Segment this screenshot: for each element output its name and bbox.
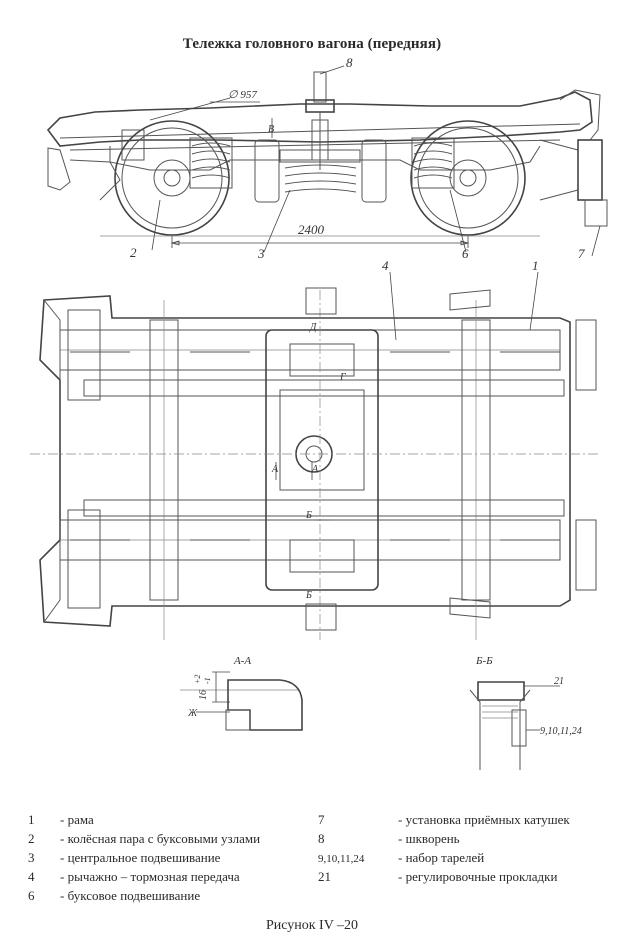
wheelbase-dimension [170, 236, 470, 248]
section-mark-g: Г [339, 372, 346, 383]
legend-item: 21- регулировочные прокладки [318, 869, 558, 884]
section-mark-b1: Б [305, 510, 312, 521]
pickup-coil [539, 89, 608, 227]
callout-8: 8 [346, 55, 353, 70]
top-view [30, 271, 600, 640]
legend-item: 4- рычажно – тормозная передача [28, 869, 240, 884]
legend-item: 7- установка приёмных катушек [318, 812, 570, 827]
section-bb-title: Б-Б [475, 655, 493, 667]
right-wheel [410, 120, 526, 236]
callout-6: 6 [462, 246, 469, 261]
tolerance-minus: -1 [203, 677, 212, 684]
legend-item: 3- центральное подвешивание [28, 850, 221, 865]
legend-item: 9,10,11,24- набор тарелей [318, 850, 485, 865]
tolerance-value: 16 [198, 690, 209, 700]
axle-spring-left [189, 137, 233, 189]
callout-4: 4 [382, 258, 389, 273]
figure-caption: Рисунок IV –20 [265, 918, 359, 933]
section-mark-a2: А [311, 464, 319, 475]
callout-3: 3 [257, 246, 265, 261]
section-bb [469, 681, 560, 770]
tolerance-plus: +2 [193, 675, 202, 684]
legend-item: 6- буксовое подвешивание [28, 888, 201, 903]
section-mark-d: Д [309, 322, 317, 333]
legend-right: 7- установка приёмных катушек 8- шкворен… [318, 810, 570, 886]
section-mark-zh: Ж [187, 708, 198, 719]
legend-left: 1- рама 2- колёсная пара с буксовыми узл… [28, 810, 260, 905]
legend-item: 1- рама [28, 812, 94, 827]
callout-7: 7 [578, 246, 585, 261]
callout-21: 21 [554, 676, 564, 687]
side-view [46, 65, 608, 257]
page-title: Тележка головного вагона (передняя) [182, 36, 442, 52]
legend-item: 8- шкворень [318, 831, 460, 846]
section-aa-title: А-А [233, 655, 251, 667]
kingpin [305, 71, 335, 170]
legend-item: 2- колёсная пара с буксовыми узлами [28, 831, 261, 846]
callout-1: 1 [532, 258, 539, 273]
section-mark-b2: Б [305, 590, 312, 601]
callout-2: 2 [130, 245, 137, 260]
section-mark-v: В [268, 124, 274, 135]
axle-spring-right [411, 137, 455, 189]
section-mark-a1: А [271, 464, 279, 475]
section-aa [180, 671, 303, 731]
wheelbase-label: 2400 [298, 222, 325, 237]
callout-9-10-11-24: 9,10,11,24 [540, 726, 582, 737]
diameter-label: ∅ 957 [228, 89, 257, 101]
